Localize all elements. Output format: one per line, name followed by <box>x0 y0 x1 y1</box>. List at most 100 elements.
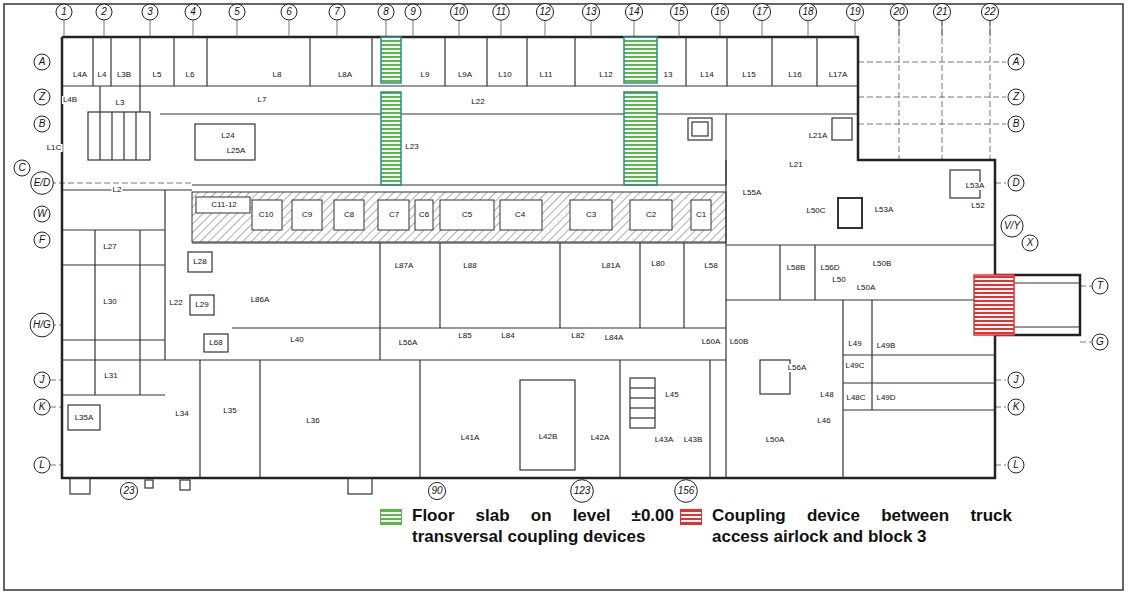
grid-bubble <box>1008 399 1024 415</box>
grid-label: B <box>1013 119 1020 129</box>
grid-label: 10 <box>453 7 464 17</box>
grid-label: G <box>1096 337 1104 347</box>
grid-bubble <box>675 480 698 503</box>
grid-bubble <box>56 4 72 20</box>
room-label: L35 <box>222 407 237 415</box>
room-label: L9 <box>420 71 431 79</box>
grid-label: 16 <box>714 7 725 17</box>
room-label: L60B <box>729 338 750 346</box>
grid-label: H/G <box>33 320 51 330</box>
grid-bubble <box>625 3 642 20</box>
room-label: L48 <box>819 391 834 399</box>
room-label: L53A <box>874 206 895 214</box>
grid-bubble <box>846 3 863 20</box>
room-label: L41A <box>460 434 481 442</box>
grid-bubble <box>229 4 245 20</box>
legend-text: Coupling device between truck access air… <box>712 505 1012 548</box>
grid-label: 22 <box>984 7 995 17</box>
grid-label: 2 <box>101 7 107 17</box>
grid-tick <box>237 20 238 37</box>
room-label: L50A <box>856 284 877 292</box>
grid-tick <box>720 21 721 37</box>
grid-label: W <box>37 209 46 219</box>
grid-label: Z <box>1013 92 1019 102</box>
grid-label: C <box>18 163 25 173</box>
room-label: L86A <box>250 296 271 304</box>
grid-bubble <box>493 4 509 20</box>
room-label: L2 <box>112 186 123 194</box>
grid-label: E/D <box>34 178 51 188</box>
room-label: L50B <box>872 260 893 268</box>
grid-bubble <box>329 4 345 20</box>
grid-bubble <box>1008 457 1024 473</box>
room-label: L35A <box>74 414 95 422</box>
room-label: L9A <box>457 71 473 79</box>
grid-tick <box>150 20 151 37</box>
legend-swatch <box>680 509 702 525</box>
room-label: L23 <box>404 143 419 151</box>
room-label: C6 <box>418 211 430 219</box>
grid-bubble <box>34 206 50 222</box>
grid-bubble <box>1022 235 1038 251</box>
room-label: L5 <box>152 71 163 79</box>
grid-tick <box>591 21 592 37</box>
grid-tick <box>386 20 387 37</box>
grid-bubble <box>34 232 50 248</box>
room-label: L31 <box>103 372 118 380</box>
room-label: L48C <box>845 394 866 402</box>
room-label: L49 <box>847 340 862 348</box>
grid-bubble <box>799 3 816 20</box>
room-label: L6 <box>185 71 196 79</box>
grid-bubble <box>536 3 553 20</box>
room-label: L14 <box>699 71 714 79</box>
grid-bubble <box>34 54 50 70</box>
room-label: L50 <box>831 276 846 284</box>
grid-label: 23 <box>123 486 134 496</box>
room-label: L50A <box>765 436 786 444</box>
room-label: L60A <box>701 338 722 346</box>
grid-tick <box>459 21 460 37</box>
grid-bubble <box>1008 54 1024 70</box>
grid-tick <box>413 20 414 37</box>
grid-tick <box>501 20 502 37</box>
room-label: L56D <box>819 264 840 272</box>
grid-bubble <box>571 480 594 503</box>
grid-bubble <box>1008 175 1024 191</box>
room-label: L84A <box>604 334 625 342</box>
grid-tick <box>899 21 900 37</box>
grid-tick <box>337 20 338 37</box>
room-label: L56A <box>787 364 808 372</box>
room-label: C7 <box>388 211 400 219</box>
grid-tick <box>545 21 546 37</box>
grid-label: 12 <box>539 7 550 17</box>
grid-tick <box>808 21 809 37</box>
room-label: L12 <box>598 71 613 79</box>
grid-label: L <box>39 460 45 470</box>
grid-tick <box>634 21 635 37</box>
grid-label: 4 <box>190 7 196 17</box>
grid-label: K <box>39 402 46 412</box>
grid-label: 21 <box>936 7 947 17</box>
grid-tick <box>193 20 194 37</box>
room-label: C1 <box>695 211 707 219</box>
room-label: L56A <box>398 339 419 347</box>
grid-bubble <box>1001 215 1023 237</box>
grid-label: A <box>1013 57 1020 67</box>
room-label: L81A <box>601 262 622 270</box>
room-label: L4B <box>62 96 78 104</box>
grid-bubble <box>1092 278 1108 294</box>
grid-tick <box>679 21 680 37</box>
grid-tick <box>64 20 65 37</box>
room-label: L85 <box>457 332 472 340</box>
grid-label: 19 <box>849 7 860 17</box>
grid-tick <box>104 20 105 37</box>
room-label: L24 <box>220 132 235 140</box>
room-label: L21A <box>808 132 829 140</box>
grid-tick <box>855 21 856 37</box>
grid-bubble <box>96 4 112 20</box>
grid-bubble <box>34 399 50 415</box>
room-label: L17A <box>828 71 849 79</box>
grid-bubble <box>405 4 421 20</box>
